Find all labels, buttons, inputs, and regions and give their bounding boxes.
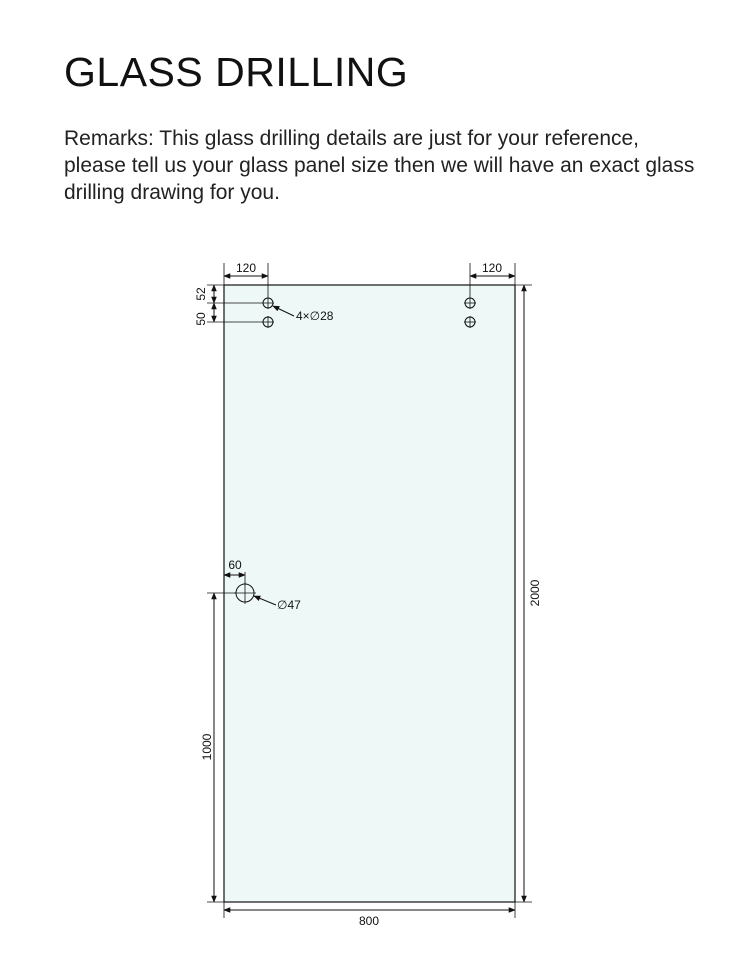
dim-top-left: 120 xyxy=(236,261,256,275)
page-title: GLASS DRILLING xyxy=(64,49,409,95)
callout-small-holes: 4×∅28 xyxy=(296,309,334,323)
dim-top-right: 120 xyxy=(482,261,502,275)
dim-2000: 2000 xyxy=(528,579,542,606)
glass-panel xyxy=(223,284,516,903)
remarks-text: Remarks: This glass drilling details are… xyxy=(64,127,695,204)
leader-small-holes xyxy=(272,305,295,317)
dim-50: 50 xyxy=(194,312,208,326)
dim-52: 52 xyxy=(194,287,208,301)
dim-1000: 1000 xyxy=(200,733,214,760)
top-right-hole-2 xyxy=(464,316,476,328)
leader-handle-hole xyxy=(253,595,277,606)
top-left-hole-1 xyxy=(262,297,274,309)
top-right-hole-1 xyxy=(464,297,476,309)
dim-60: 60 xyxy=(228,558,242,572)
callout-handle-hole: ∅47 xyxy=(277,598,301,612)
top-left-hole-2 xyxy=(262,316,274,328)
dim-800: 800 xyxy=(359,914,379,928)
